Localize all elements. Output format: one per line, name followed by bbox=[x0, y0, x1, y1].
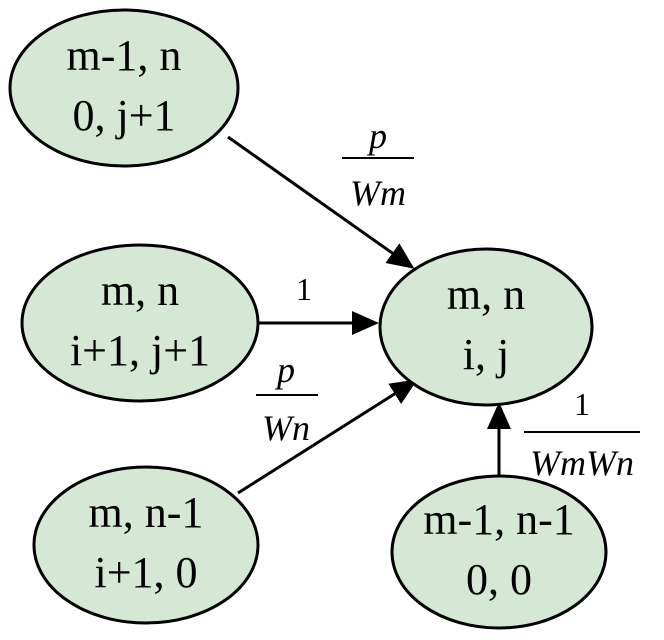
label-top-denominator: Wm bbox=[350, 173, 406, 213]
label-br-to-center: 1 WmWn bbox=[524, 386, 640, 483]
node-bottom-right: m-1, n-1 0, 0 bbox=[390, 474, 608, 630]
node-mid-left: m, n i+1, j+1 bbox=[20, 243, 260, 403]
label-top-to-center: p Wm bbox=[342, 116, 414, 213]
label-br-denominator: WmWn bbox=[530, 443, 634, 483]
label-br-numerator: 1 bbox=[574, 386, 590, 422]
label-mid-to-center: 1 bbox=[296, 271, 312, 307]
label-bottom-to-center: p Wn bbox=[256, 350, 318, 448]
edge-bottom-to-center bbox=[237, 379, 418, 495]
node-top-left: m-1, n 0, j+1 bbox=[8, 8, 240, 168]
label-bottom-numerator: p bbox=[274, 350, 295, 390]
node-center-line2: i, j bbox=[463, 330, 509, 379]
edge-top-to-center bbox=[227, 135, 415, 269]
node-mid-left-line1: m, n bbox=[101, 266, 179, 315]
node-top-left-line2: 0, j+1 bbox=[72, 91, 175, 140]
node-top-left-line1: m-1, n bbox=[67, 31, 182, 80]
node-mid-left-line2: i+1, j+1 bbox=[70, 326, 210, 375]
node-bottom-left: m, n-1 i+1, 0 bbox=[32, 465, 260, 625]
node-bottom-right-line2: 0, 0 bbox=[466, 555, 532, 604]
node-center-line1: m, n bbox=[447, 270, 525, 319]
label-bottom-denominator: Wn bbox=[262, 408, 310, 448]
node-bottom-left-line2: i+1, 0 bbox=[94, 548, 197, 597]
node-bottom-left-line1: m, n-1 bbox=[89, 488, 204, 537]
node-center: m, n i, j bbox=[378, 247, 594, 407]
node-bottom-right-line1: m-1, n-1 bbox=[423, 495, 575, 544]
label-top-numerator: p bbox=[366, 116, 387, 156]
